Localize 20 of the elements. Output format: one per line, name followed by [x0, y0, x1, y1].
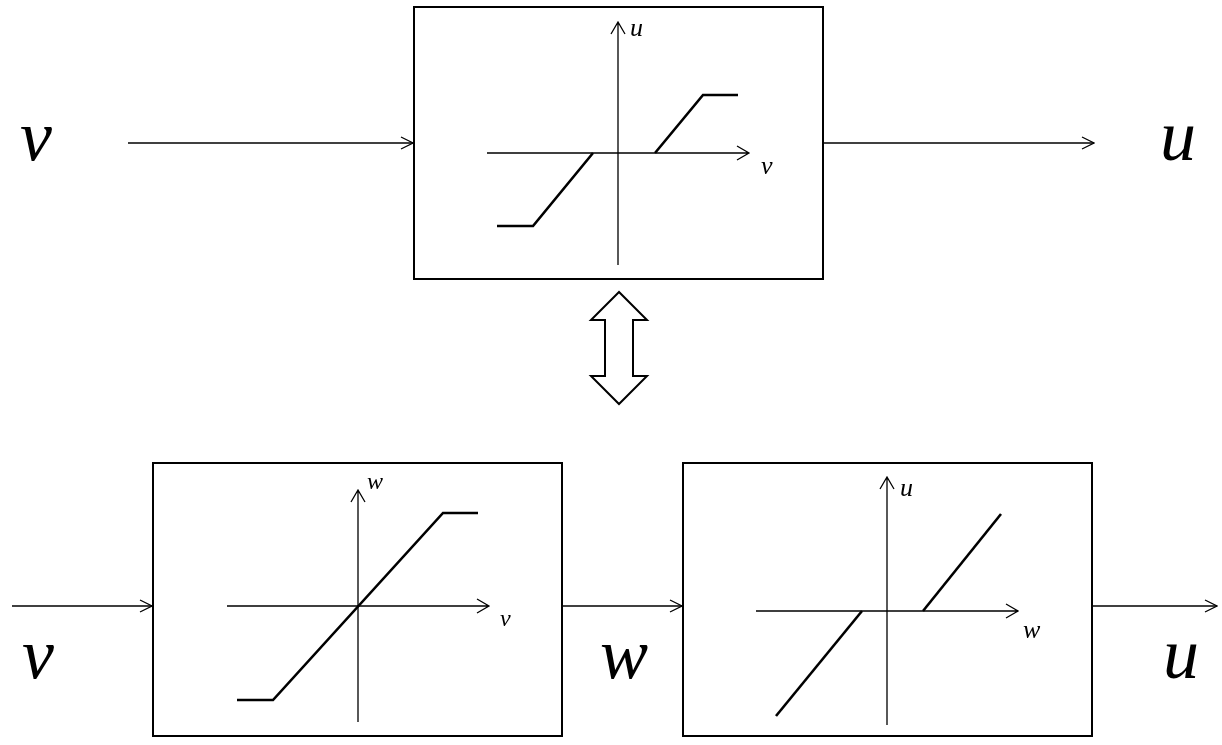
edge-label: w: [600, 618, 649, 690]
axis-label: v: [761, 153, 773, 179]
axis-label: v: [500, 606, 511, 630]
system-block: [152, 462, 563, 737]
system-block: [682, 462, 1093, 737]
axis-label: w: [367, 469, 383, 493]
arrow: [562, 599, 683, 613]
signal-label: v: [20, 100, 52, 172]
signal-label: u: [1160, 100, 1196, 172]
arrow: [127, 136, 414, 150]
axis-label: u: [900, 475, 913, 501]
edge-label: v: [22, 618, 54, 690]
system-block: [413, 6, 824, 280]
double-arrow: [588, 290, 650, 406]
axis-label: w: [1023, 617, 1041, 643]
arrow: [1092, 599, 1218, 613]
arrow: [823, 136, 1095, 150]
arrow: [11, 599, 153, 613]
edge-label: u: [1163, 618, 1199, 690]
axis-label: u: [630, 15, 643, 41]
